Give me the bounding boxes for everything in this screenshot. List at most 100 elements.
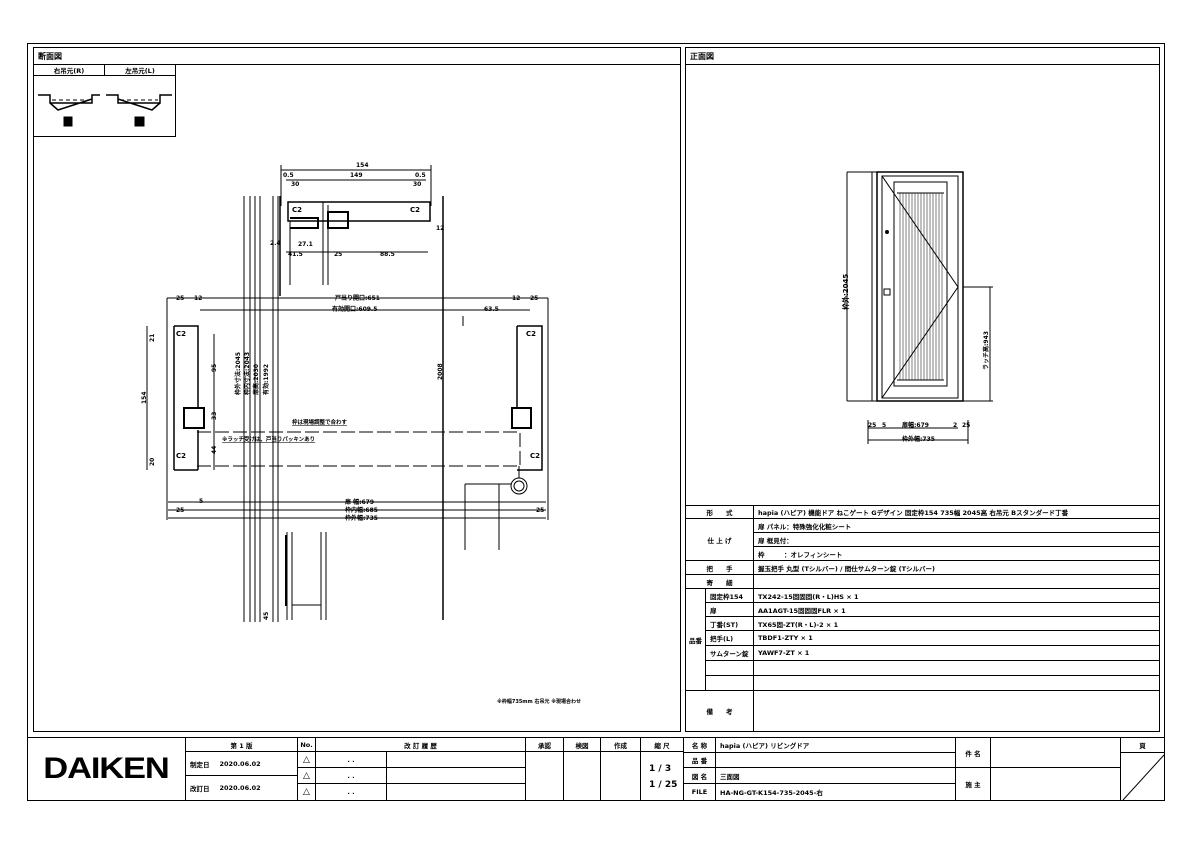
client-value xyxy=(990,767,1121,801)
part-label xyxy=(705,660,754,676)
note-frame-adjust: 枠は現場調整で合わす xyxy=(291,418,348,426)
daiken-logo: DAIKEN xyxy=(43,752,170,785)
finish-label: 仕 上 げ xyxy=(685,518,754,561)
revised-value: 2020.06.02 xyxy=(219,784,261,792)
dim-44: 44 xyxy=(211,446,218,454)
dim-effective: 有効開口:609.5 xyxy=(332,305,377,313)
hinge-left-diagram xyxy=(106,94,172,127)
project-label: 件 名 xyxy=(955,737,991,768)
dim-top-c: 30 xyxy=(291,181,299,188)
finish-row: 扉 パネル：特殊強化化粧シート xyxy=(753,518,1160,533)
dim-door-height: 扉高:2030 xyxy=(252,364,260,396)
c2-label: C2 xyxy=(530,452,540,460)
dim-2-4: 2.4 xyxy=(270,240,281,247)
front-elevation-drawing xyxy=(846,171,993,444)
dim-door-width: 扉 幅:679 xyxy=(344,498,374,506)
footer-note: ※枠幅735mm 右吊元 ※現場合わせ xyxy=(497,698,581,705)
scale-1: 1 / 3 xyxy=(649,764,672,774)
dim-20: 20 xyxy=(149,458,156,466)
type-value: hapia (ハピア) 機能ドア ねこゲート Gデザイン 固定枠154 735幅… xyxy=(753,505,1160,519)
c2-label: C2 xyxy=(292,206,302,214)
part-value xyxy=(753,660,1160,676)
front-view-title: 正面図 xyxy=(686,48,1159,65)
created-label: 制定日 xyxy=(190,760,210,769)
dim-25: 25 xyxy=(868,422,876,429)
type-label: 形 式 xyxy=(685,505,754,519)
check-header: 検図 xyxy=(563,737,601,752)
approve-stamp xyxy=(525,751,564,801)
revision-mark: △ xyxy=(297,783,316,801)
client-label: 施 主 xyxy=(955,767,991,801)
dim-27-1: 27.1 xyxy=(298,241,313,248)
dim-outer-width: 枠外幅:735 xyxy=(345,514,378,522)
drawing-label: 図 名 xyxy=(683,767,716,784)
file-value: HA-NG-GT-K154-735-2045-右 xyxy=(715,783,956,801)
detail-value xyxy=(753,574,1160,589)
no-header: No. xyxy=(297,737,316,752)
dim-2008: 2008 xyxy=(437,363,444,380)
dim-left-12: 12 xyxy=(194,295,202,302)
c2-label: C2 xyxy=(176,452,186,460)
project-value xyxy=(990,737,1121,768)
approve-header: 承認 xyxy=(525,737,564,752)
c2-label: C2 xyxy=(526,330,536,338)
part-label: 扉 xyxy=(705,602,754,617)
created-date: 制定日 2020.06.02 xyxy=(185,751,298,776)
dim-right-25: 25 xyxy=(530,295,538,302)
created-value: 2020.06.02 xyxy=(219,759,261,768)
dim-5: 5 xyxy=(199,498,203,505)
dim-right-12: 12 xyxy=(512,295,520,302)
dim-25: 25 xyxy=(962,422,970,429)
hinge-diagram-box xyxy=(33,75,176,137)
dim-front-outer-width: 枠外幅:735 xyxy=(902,435,935,443)
detail-label: 寄 細 xyxy=(685,574,754,589)
dim-top-total: 154 xyxy=(356,162,369,169)
dim-45: 45 xyxy=(263,612,270,620)
dim-top-a: 0.5 xyxy=(283,172,294,179)
dim-front-height: 枠外:2045 xyxy=(841,274,850,310)
part-label: 把手(L) xyxy=(705,630,754,646)
dim-left-25: 25 xyxy=(176,295,184,302)
dim-63-5: 63.5 xyxy=(484,306,499,313)
dim-5: 5 xyxy=(882,422,886,429)
dim-bottom-25: 25 xyxy=(536,507,544,514)
dim-front-door-width: 扉幅:679 xyxy=(901,421,929,429)
dim-top-b: 0.5 xyxy=(415,172,426,179)
page-slash xyxy=(1122,754,1164,800)
dim-21: 21 xyxy=(149,334,156,342)
dim-bottom-25: 25 xyxy=(176,507,184,514)
dim-top-inner: 149 xyxy=(350,172,363,179)
author-stamp xyxy=(600,751,641,801)
dim-latch-height: ラッチ高:943 xyxy=(982,331,990,370)
remarks-label: 備 考 xyxy=(685,690,754,732)
dim-frame-height: 枠外寸法:2045 xyxy=(234,352,242,395)
revision-content xyxy=(386,783,526,801)
revision-content xyxy=(386,751,526,768)
scale-2: 1 / 25 xyxy=(649,780,678,790)
part-label: サムターン錠 xyxy=(705,645,754,661)
revision-date: . . xyxy=(315,751,387,768)
parts-group-label: 品番 xyxy=(685,588,706,691)
dim-33: 33 xyxy=(211,412,218,420)
edition-header: 第 1 版 xyxy=(185,737,298,752)
page-value xyxy=(1120,752,1165,801)
name-value: hapia (ハピア) リビングドア xyxy=(715,737,956,753)
dim-95: 95 xyxy=(211,364,218,372)
revised-date: 改訂日 2020.06.02 xyxy=(185,775,298,801)
scale-values: 1 / 3 1 / 25 xyxy=(640,751,684,801)
revised-label: 改訂日 xyxy=(190,785,210,793)
note-latch: ※ラッチ受けは、戸当りパッキンあり xyxy=(222,435,315,443)
hinge-right-diagram xyxy=(38,94,100,127)
section-view-panel: 断面図 xyxy=(33,47,681,732)
remarks-value xyxy=(753,690,1160,732)
c2-label: C2 xyxy=(176,330,186,338)
finish-row: 枠 ：オレフィンシート xyxy=(753,546,1160,561)
name-label: 名 称 xyxy=(683,737,716,753)
part-value: YAWF7-ZT × 1 xyxy=(753,645,1160,661)
part-label: 固定枠154 xyxy=(705,588,754,603)
part-value xyxy=(753,675,1160,691)
revision-date: . . xyxy=(315,767,387,784)
dim-opening: 戸当り開口:651 xyxy=(335,294,380,302)
author-header: 作成 xyxy=(600,737,641,752)
